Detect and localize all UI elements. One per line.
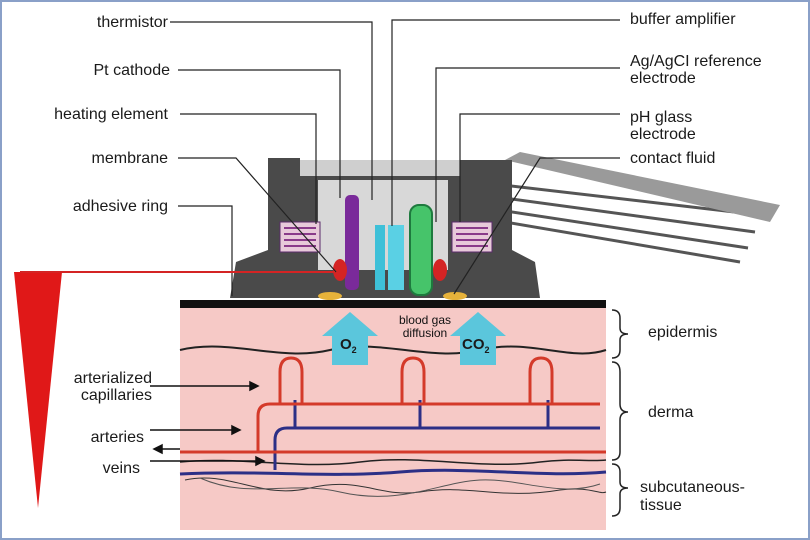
- label-subcutaneous-line1: subcutaneous-: [640, 479, 745, 496]
- o2-diffusion-arrow: [322, 312, 378, 365]
- contact-fluid-left: [318, 292, 342, 300]
- label-buffer-amplifier: buffer amplifier: [630, 11, 736, 28]
- vessel-pointers: [150, 380, 266, 467]
- label-derma: derma: [648, 404, 694, 421]
- label-heating-element: heating element: [54, 106, 168, 123]
- label-membrane: membrane: [91, 150, 168, 167]
- label-diffusion: diffusion: [402, 326, 448, 340]
- label-pt-cathode: Pt cathode: [93, 62, 171, 79]
- label-adhesive-ring: adhesive ring: [72, 198, 168, 215]
- cable-cap: [505, 152, 780, 222]
- label-epidermis: epidermis: [648, 324, 718, 341]
- label-arterialized-capillaries-line1: arterialized: [73, 370, 152, 387]
- label-contact-fluid: contact fluid: [630, 150, 716, 167]
- label-subcutaneous-line2: tissue: [640, 497, 682, 514]
- contact-fluid-right: [443, 292, 467, 300]
- sensor-base-plate: [180, 300, 606, 308]
- label-ph-glass-line1: pH glass: [630, 109, 693, 126]
- co2-sub: 2: [484, 345, 490, 355]
- pt-cathode-electrode: [345, 195, 359, 290]
- co2-main: CO: [462, 336, 485, 353]
- buffer-electrode: [388, 225, 404, 290]
- epidermis-boundary: [179, 345, 607, 355]
- layer-braces: [611, 309, 629, 517]
- leader-lines: [170, 19, 620, 296]
- label-o2: O2: [340, 336, 357, 355]
- co2-diffusion-arrow: [450, 312, 506, 365]
- skin-block: [180, 308, 606, 530]
- temperature-gradient-wedge: [14, 272, 62, 508]
- subcutaneous-curve-2: [199, 477, 601, 497]
- label-thermistor: thermistor: [96, 14, 168, 31]
- artery-network: [180, 356, 606, 454]
- label-co2: CO2: [462, 336, 490, 355]
- heating-element-coils: [279, 221, 493, 253]
- ph-glass-electrode: [409, 204, 433, 296]
- label-reference-electrode-line2: electrode: [630, 70, 696, 87]
- o2-main: O: [340, 336, 352, 353]
- red-blob-left: [333, 259, 347, 281]
- red-blob-right: [433, 259, 447, 281]
- label-veins: veins: [102, 460, 140, 477]
- label-blood-gas: blood gas: [398, 313, 452, 327]
- label-arteries: arteries: [90, 429, 144, 446]
- label-reference-electrode-line1: Ag/AgCI reference: [630, 53, 762, 70]
- o2-sub: 2: [351, 345, 357, 355]
- label-ph-glass-line2: electrode: [630, 126, 696, 143]
- label-arterialized-capillaries-line2: capillaries: [80, 387, 152, 404]
- thermistor-electrode: [375, 225, 385, 290]
